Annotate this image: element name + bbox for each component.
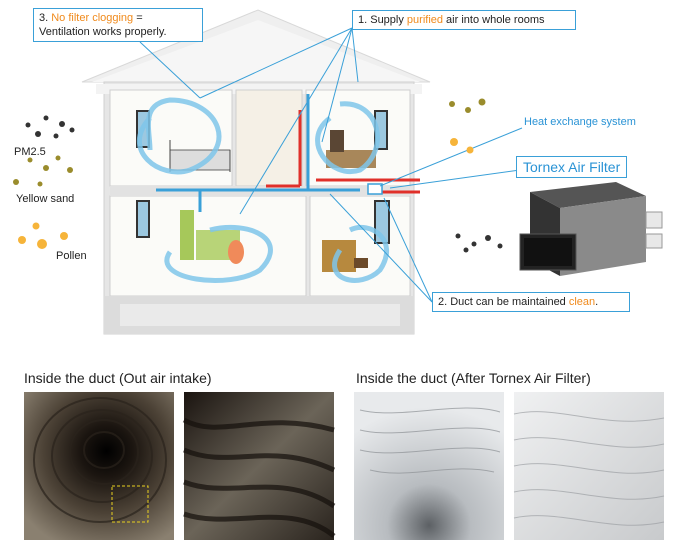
house <box>81 9 431 335</box>
callout-3-rest: = <box>133 12 143 24</box>
callout-duct-clean: 2. Duct can be maintained clean. <box>432 292 630 312</box>
airflow-swirls <box>136 97 389 283</box>
callout-3-highlight: No filter clogging <box>51 12 134 24</box>
callout-3-line2: Ventilation works properly. <box>39 26 167 38</box>
label-heat-exchange: Heat exchange system <box>524 116 636 128</box>
pm25-particles <box>25 115 503 253</box>
tornex-unit-illustration <box>519 182 663 276</box>
caption-after-filter: Inside the duct (After Tornex Air Filter… <box>356 370 591 386</box>
yellow-sand-particles <box>13 98 486 187</box>
label-tornex-filter: Tornex Air Filter <box>516 156 628 178</box>
label-pollen: Pollen <box>56 250 87 262</box>
callout-2-pre: 2. Duct can be maintained <box>438 296 569 308</box>
label-pm25: PM2.5 <box>14 146 46 158</box>
callout-2-highlight: clean <box>568 296 596 308</box>
callout-supply-air: 1. Supply purified air into whole rooms <box>352 10 576 30</box>
callout-3-num: 3. <box>39 12 52 24</box>
callout-lines <box>139 27 523 303</box>
label-yellow-sand: Yellow sand <box>16 193 75 205</box>
pollen-particles <box>18 138 474 249</box>
callout-2-post: . <box>595 296 599 308</box>
caption-out-air-intake: Inside the duct (Out air intake) <box>24 370 212 386</box>
ducts <box>156 94 420 212</box>
callout-1-post: air into whole rooms <box>443 14 545 26</box>
callout-1-highlight: purified <box>406 14 443 26</box>
callout-no-clogging: 3. No filter clogging = Ventilation work… <box>33 8 203 42</box>
callout-1-pre: 1. Supply <box>358 14 407 26</box>
